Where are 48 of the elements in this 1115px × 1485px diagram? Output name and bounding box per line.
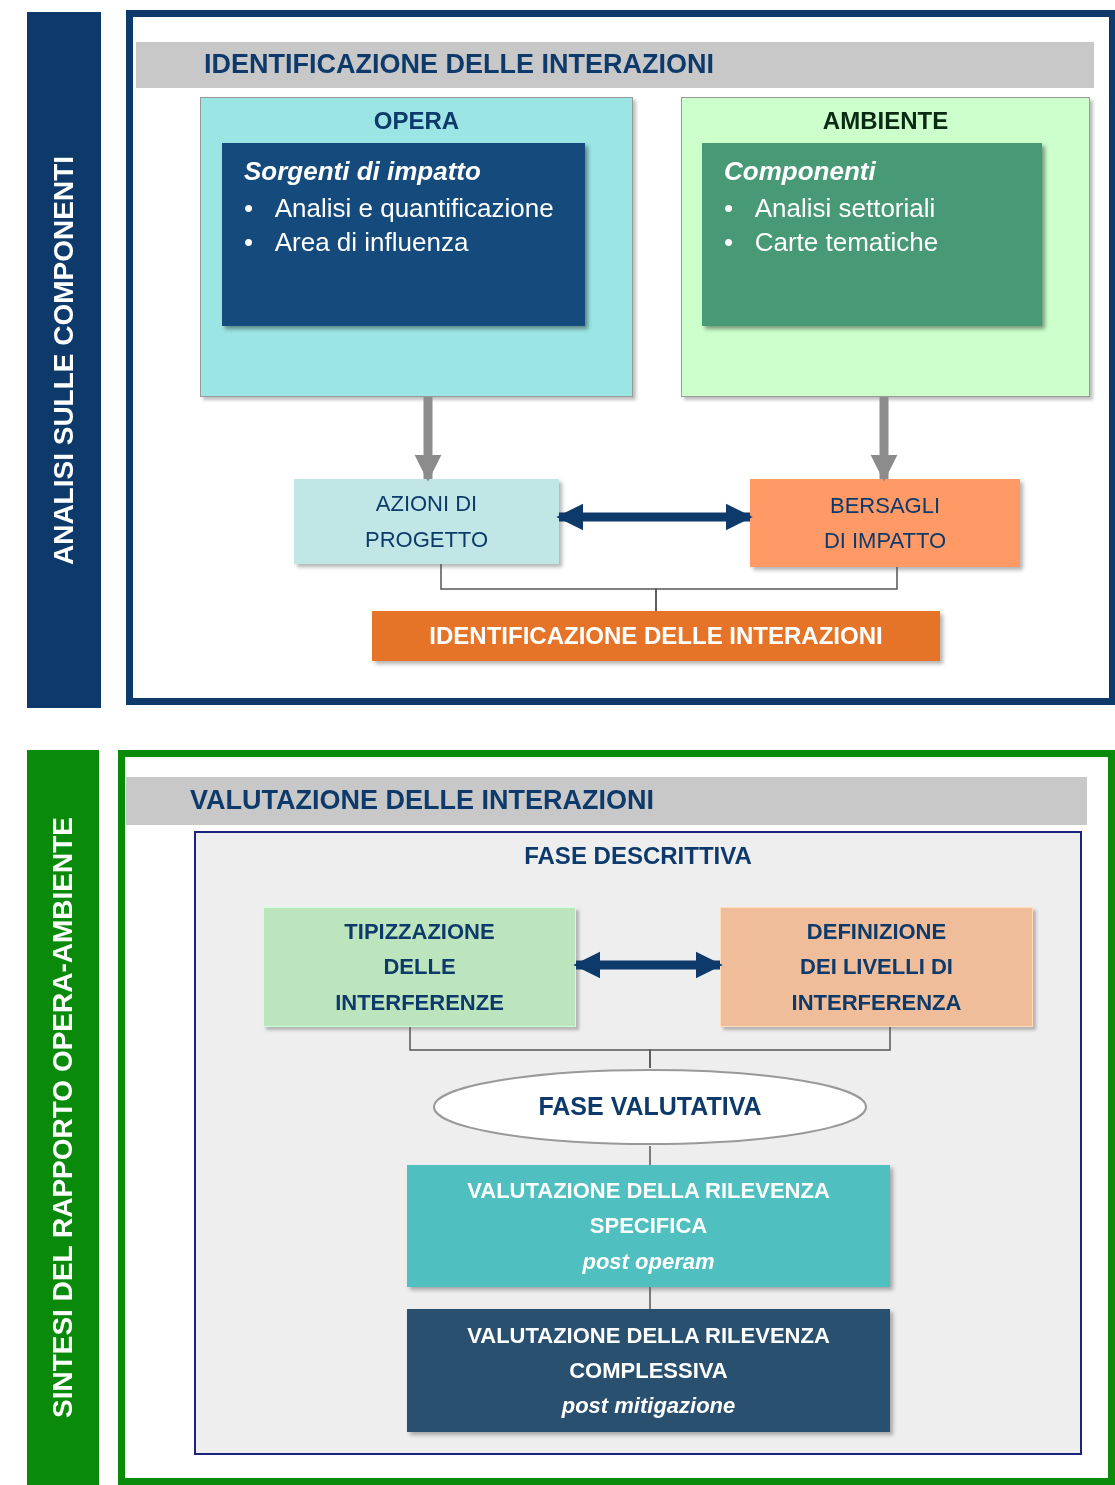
box-heading: Sorgenti di impatto	[244, 155, 482, 188]
bullet-item: • Carte tematiche	[724, 226, 940, 259]
section-heading: VALUTAZIONE DELLE INTERAZIONI	[190, 784, 654, 818]
process-box	[294, 479, 559, 564]
connector-line	[649, 1145, 651, 1166]
side-band	[27, 12, 101, 708]
node-label: TIPIZZAZIONE DELLE INTERFERENZE	[334, 918, 505, 1017]
panel-frame	[118, 750, 1115, 1485]
node-label: AZIONI DI PROGETTO	[363, 490, 490, 554]
vertical-title: ANALISI SULLE COMPONENTI	[47, 155, 81, 565]
category-panel	[681, 97, 1090, 397]
process-box	[407, 1309, 890, 1432]
result-box	[372, 611, 940, 661]
connector-line	[655, 566, 898, 612]
section-heading: IDENTIFICAZIONE DELLE INTERAZIONI	[204, 48, 714, 82]
bullet-item: • Analisi e quantificazione	[244, 191, 555, 224]
connector-line	[649, 1026, 891, 1069]
bullet-item: • Analisi settoriali	[724, 191, 937, 224]
process-box	[263, 907, 576, 1027]
box-heading: Componenti	[724, 155, 877, 188]
connector-line	[649, 1286, 651, 1310]
content-box	[702, 143, 1042, 326]
process-box	[407, 1165, 890, 1287]
bullet-item: • Area di influenza	[244, 226, 470, 259]
node-label: BERSAGLI DI IMPATTO	[822, 491, 948, 555]
node-label: FASE VALUTATIVA	[538, 1091, 762, 1123]
arrow	[414, 397, 442, 482]
category-panel	[200, 97, 633, 397]
node-label: IDENTIFICAZIONE DELLE INTERAZIONI	[429, 620, 883, 651]
process-box	[750, 479, 1020, 567]
panel-heading: AMBIENTE	[821, 106, 950, 136]
process-box	[720, 907, 1033, 1027]
subtitle-text: post mitigazione	[561, 1392, 736, 1421]
ellipse-node	[432, 1068, 868, 1146]
subtitle-text: post operam	[582, 1247, 715, 1276]
side-band	[27, 750, 99, 1485]
header-bar	[136, 42, 1094, 88]
header-bar	[126, 777, 1087, 825]
arrow	[573, 951, 723, 979]
content-box	[222, 143, 585, 326]
vertical-title: SINTESI DEL RAPPORTO OPERA-AMBIENTE	[46, 817, 80, 1418]
panel-frame	[126, 10, 1115, 705]
arrow	[870, 397, 898, 482]
arrow	[556, 503, 753, 531]
node-label: DEFINIZIONE DEI LIVELLI DI INTERFERENZA	[791, 918, 962, 1017]
phase-panel	[194, 831, 1082, 1455]
panel-heading: FASE DESCRITTIVA	[523, 841, 753, 871]
panel-heading: OPERA	[372, 106, 461, 136]
